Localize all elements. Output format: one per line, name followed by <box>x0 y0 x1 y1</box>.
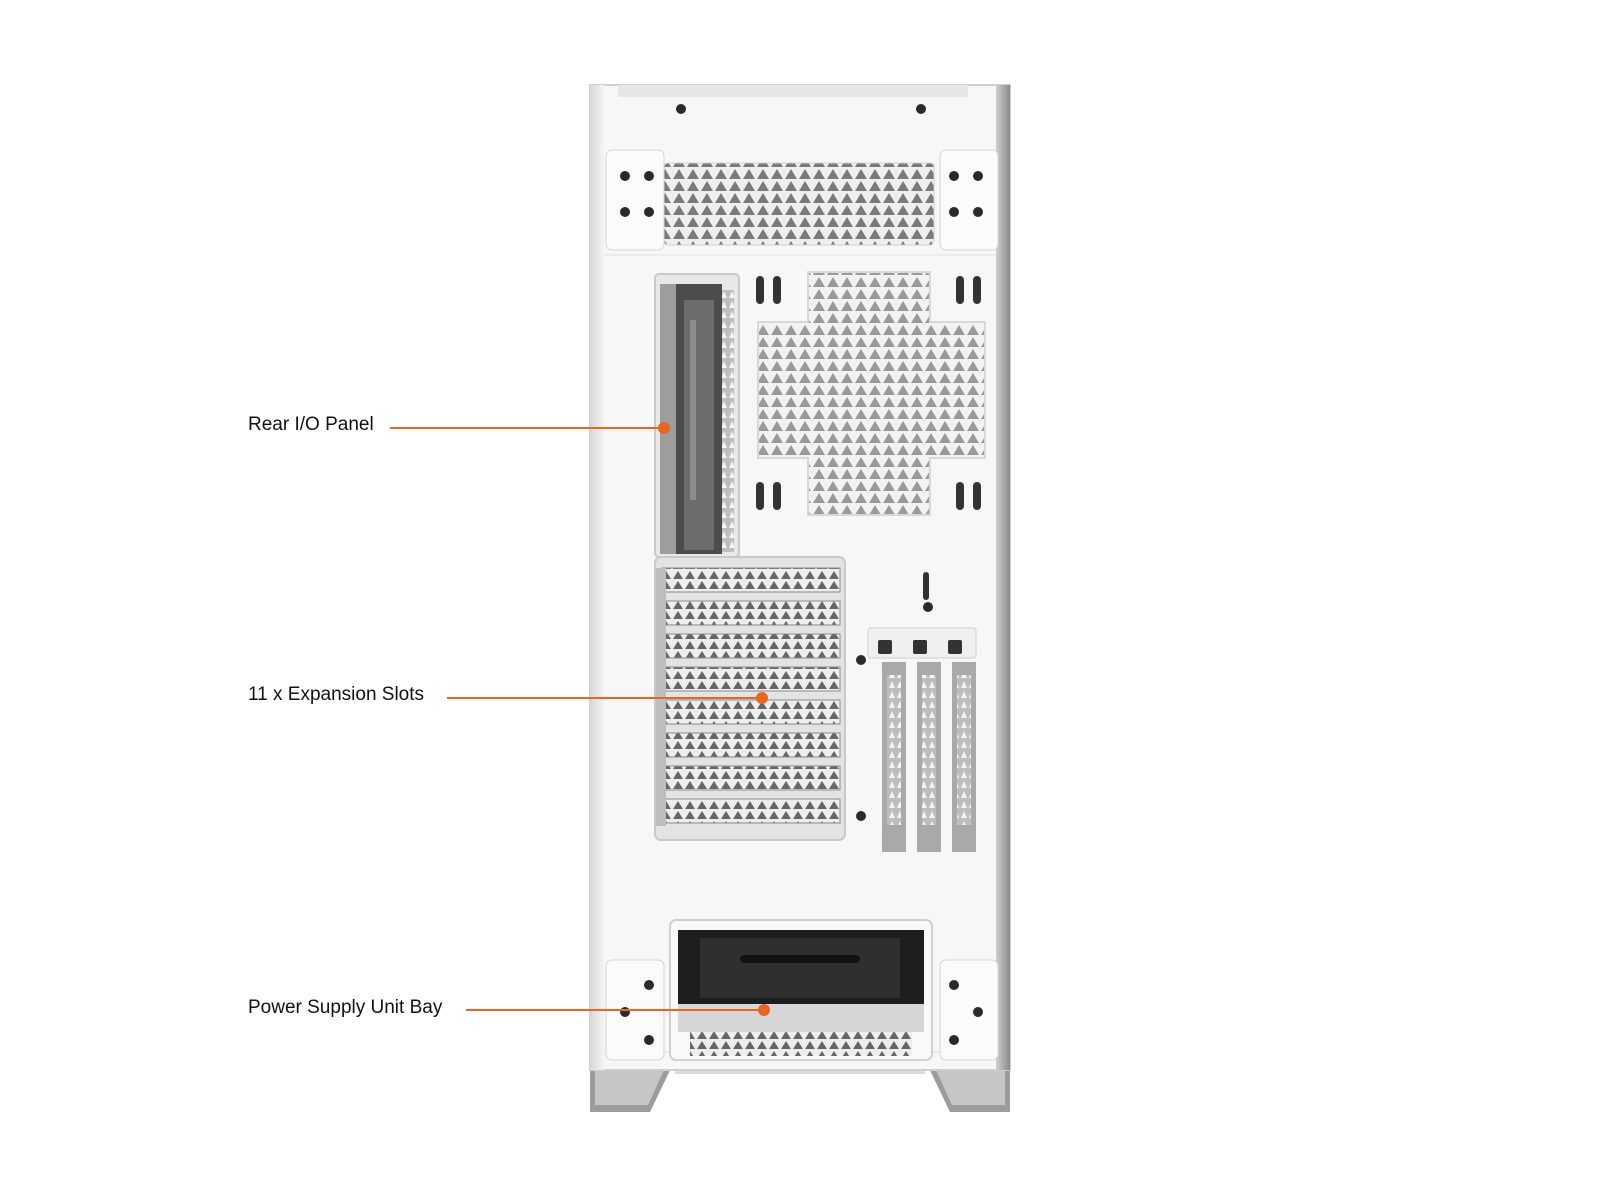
vertical-slot-covers <box>867 572 977 852</box>
fan-mount-slots <box>756 276 981 510</box>
callout-lines <box>390 422 770 1016</box>
rear-io-opening <box>654 273 740 558</box>
callout-label-expansion-slots: 11 x Expansion Slots <box>248 684 425 705</box>
expansion-slot-covers <box>656 567 841 826</box>
callout-label-psu-bay: Power Supply Unit Bay <box>248 997 443 1018</box>
case-feet <box>590 1060 1010 1112</box>
callout-dot-psu <box>758 1004 770 1016</box>
callout-dot-expansion <box>756 692 768 704</box>
psu-bay <box>669 919 933 1061</box>
callout-dot-rear-io <box>658 422 670 434</box>
callout-label-rear-io: Rear I/O Panel <box>248 414 374 435</box>
rear-fan-mesh <box>757 271 986 516</box>
top-vent-mesh <box>663 162 935 246</box>
case-screws <box>620 104 983 1045</box>
